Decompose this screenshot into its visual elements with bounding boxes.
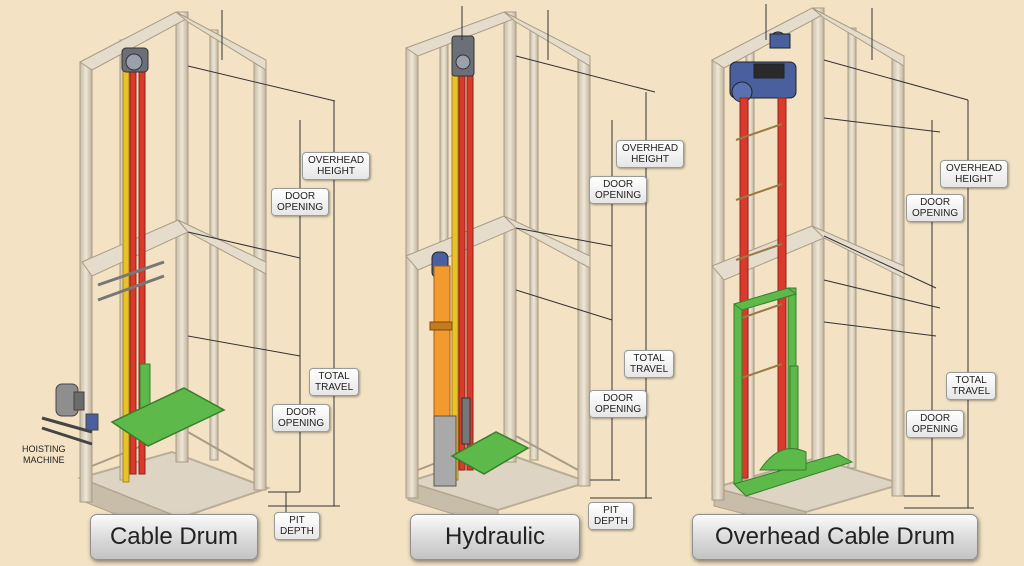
cable-drum-shaft [41, 10, 340, 541]
cable-drum-caption: Cable Drum [90, 514, 258, 560]
hydraulic-pit-depth-label: PIT DEPTH [588, 502, 634, 530]
overhead-overhead-height-label: OVERHEAD HEIGHT [940, 160, 1009, 188]
hydraulic-total-travel-label: TOTAL TRAVEL [624, 350, 675, 378]
overhead-total-travel-label: TOTAL TRAVEL [946, 372, 997, 400]
overhead-cable-drum-shaft [710, 4, 974, 531]
cable-drum-total-travel-label: TOTAL TRAVEL [309, 368, 360, 396]
cable-drum-overhead-height-label: OVERHEAD HEIGHT [302, 152, 371, 180]
hoisting-machine-label: HOISTING MACHINE [22, 444, 66, 465]
hydraulic-caption: Hydraulic [410, 514, 580, 560]
hydraulic-shaft [404, 6, 656, 529]
cable-drum-pit-depth-label: PIT DEPTH [274, 512, 320, 540]
hydraulic-overhead-height-label: OVERHEAD HEIGHT [616, 140, 685, 168]
cable-drum-door-opening-upper-label: DOOR OPENING [271, 188, 330, 216]
hydraulic-door-opening-lower-label: DOOR OPENING [589, 390, 648, 418]
hydraulic-door-opening-upper-label: DOOR OPENING [589, 176, 648, 204]
cable-drum-door-opening-lower-label: DOOR OPENING [272, 404, 331, 432]
overhead-door-opening-lower-label: DOOR OPENING [906, 410, 965, 438]
overhead-door-opening-upper-label: DOOR OPENING [906, 194, 965, 222]
overhead-cable-drum-caption: Overhead Cable Drum [692, 514, 978, 560]
